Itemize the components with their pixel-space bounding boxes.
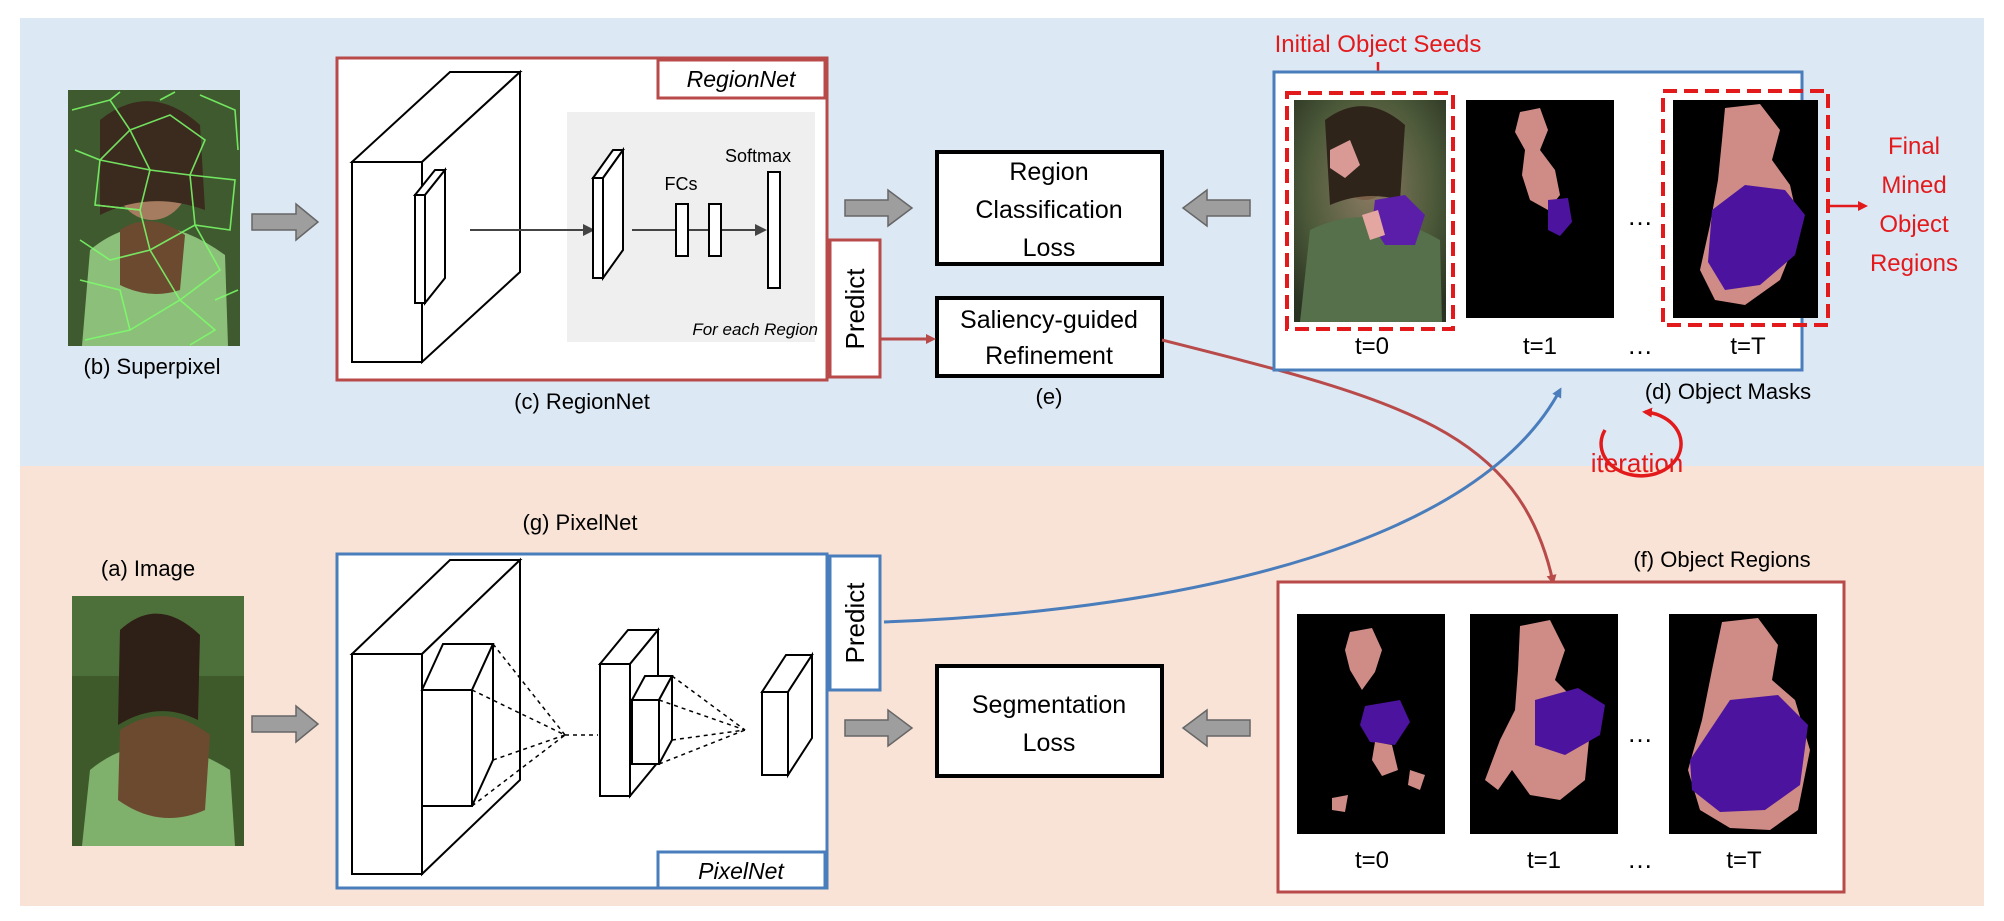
region-t0-label: t=0 <box>1355 847 1389 874</box>
mask-ellipsis: … <box>1627 201 1653 231</box>
pixelnet-predict-label: Predict <box>840 582 870 664</box>
pixelnet-inner-block-1 <box>420 643 495 807</box>
region-label-ellipsis: … <box>1627 844 1653 874</box>
fc-layer-2 <box>708 203 722 257</box>
regionnet-predict-label: Predict <box>840 268 870 350</box>
fc-layer-1 <box>675 203 689 257</box>
refinement-line2: Refinement <box>985 342 1113 370</box>
final-label-2: Mined <box>1881 172 1946 199</box>
mask-tT-image <box>1673 100 1818 318</box>
regionnet-inner-block <box>412 167 448 306</box>
softmax-label: Softmax <box>725 146 791 166</box>
pixelnet-tag: PixelNet <box>698 858 785 884</box>
final-highlight-box <box>1661 89 1830 327</box>
block-arrow-icon <box>844 708 914 748</box>
image-caption: (a) Image <box>101 556 195 581</box>
block-arrow-icon <box>251 704 320 744</box>
for-each-region-label: For each Region <box>692 320 818 339</box>
final-label-1: Final <box>1888 133 1940 160</box>
seg-loss-line2: Loss <box>1023 729 1076 757</box>
region-loss-line1: Region <box>1009 158 1088 186</box>
region-tT-label: t=T <box>1726 847 1762 874</box>
region-classification-loss-box <box>935 150 1164 266</box>
iteration-label: iteration <box>1591 448 1684 478</box>
input-image <box>72 596 244 846</box>
pixelnet-to-masks-arrow <box>883 387 1562 624</box>
final-label-3: Object <box>1879 211 1949 238</box>
regionnet-conv-block <box>349 69 523 365</box>
seg-loss-line1: Segmentation <box>972 691 1126 719</box>
region-t0-image <box>1297 614 1445 834</box>
mask-t0-label: t=0 <box>1355 333 1389 360</box>
mask-label-ellipsis: … <box>1627 330 1653 360</box>
pixelnet-tag-box <box>656 850 827 890</box>
mask-t1-image <box>1466 100 1614 318</box>
region-loss-line3: Loss <box>1023 234 1076 262</box>
initial-seeds-label: Initial Object Seeds <box>1275 31 1482 58</box>
pixelnet-caption: (g) PixelNet <box>523 510 638 535</box>
mask-t1-label: t=1 <box>1523 333 1557 360</box>
pixelnet-predict-box <box>828 554 882 692</box>
region-ellipsis: … <box>1627 718 1653 748</box>
pixelnet-projection-lines-2 <box>658 675 746 765</box>
seed-highlight-box <box>1285 91 1455 331</box>
regionnet-tag-box <box>656 58 827 100</box>
block-arrow-icon <box>844 188 914 228</box>
superpixel-caption: (b) Superpixel <box>84 354 221 379</box>
region-loss-line2: Classification <box>975 196 1122 224</box>
refinement-caption: (e) <box>1036 384 1063 409</box>
pixelnet-projection-lines-1 <box>471 643 598 807</box>
fcs-label: FCs <box>665 174 698 194</box>
regionnet-small-block <box>591 146 625 282</box>
superpixel-image <box>68 90 240 346</box>
final-label-4: Regions <box>1870 250 1958 277</box>
block-arrow-icon <box>251 202 320 242</box>
softmax-layer <box>767 171 781 289</box>
iteration-cycle-icon <box>1599 407 1683 478</box>
regionnet-caption: (c) RegionNet <box>514 389 650 414</box>
regionnet-predict-box <box>828 238 882 379</box>
block-arrow-icon <box>1181 708 1251 748</box>
object-masks-caption: (d) Object Masks <box>1645 379 1811 404</box>
region-tT-image <box>1669 614 1817 834</box>
pixelnet-inner-block-2 <box>630 675 674 765</box>
saliency-refinement-box <box>935 296 1164 378</box>
refinement-line1: Saliency-guided <box>960 306 1138 334</box>
refinement-to-regions-arrow <box>1161 338 1557 585</box>
region-t1-label: t=1 <box>1527 847 1561 874</box>
pixelnet-out-block <box>760 651 814 779</box>
mask-t0-image <box>1294 100 1446 322</box>
object-regions-caption: (f) Object Regions <box>1633 547 1810 572</box>
mask-tT-label: t=T <box>1730 333 1766 360</box>
segmentation-loss-box <box>935 664 1164 778</box>
regionnet-tag: RegionNet <box>687 66 797 92</box>
block-arrow-icon <box>1181 188 1251 228</box>
region-t1-image <box>1470 614 1618 834</box>
